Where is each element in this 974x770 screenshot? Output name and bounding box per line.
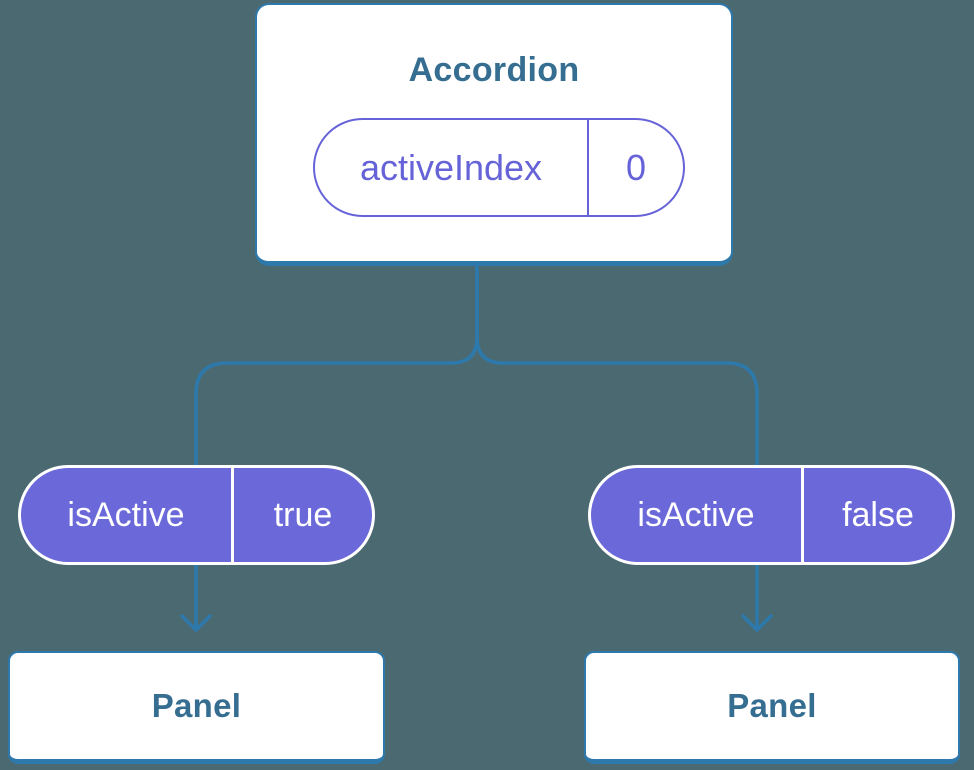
accordion-node-title: Accordion [408,51,580,89]
arrowhead-down-icon [180,614,212,632]
panel-node-title: Panel [151,687,242,724]
prop-pill-value: true [273,495,333,534]
pill-divider [801,468,804,562]
accordion-node-card: Accordion activeIndex 0 [255,3,733,266]
prop-pill-isactive-false: isActive false [588,465,955,565]
pill-divider [587,120,589,215]
panel-node-card: Panel [8,651,385,764]
connector-left-branch [194,264,479,629]
prop-pill-name: isActive [67,495,185,534]
state-pill-name: activeIndex [359,146,543,188]
state-pill-value: 0 [625,146,647,188]
panel-node-card: Panel [584,651,960,764]
prop-pill-value: false [842,495,914,534]
panel-node-title: Panel [727,687,817,724]
arrowhead-down-icon [741,614,773,632]
state-pill-activeindex: activeIndex 0 [313,118,685,217]
prop-pill-isactive-true: isActive true [18,465,375,565]
connector-right-branch [475,264,759,629]
prop-pill-name: isActive [637,495,755,534]
pill-divider [231,468,234,562]
